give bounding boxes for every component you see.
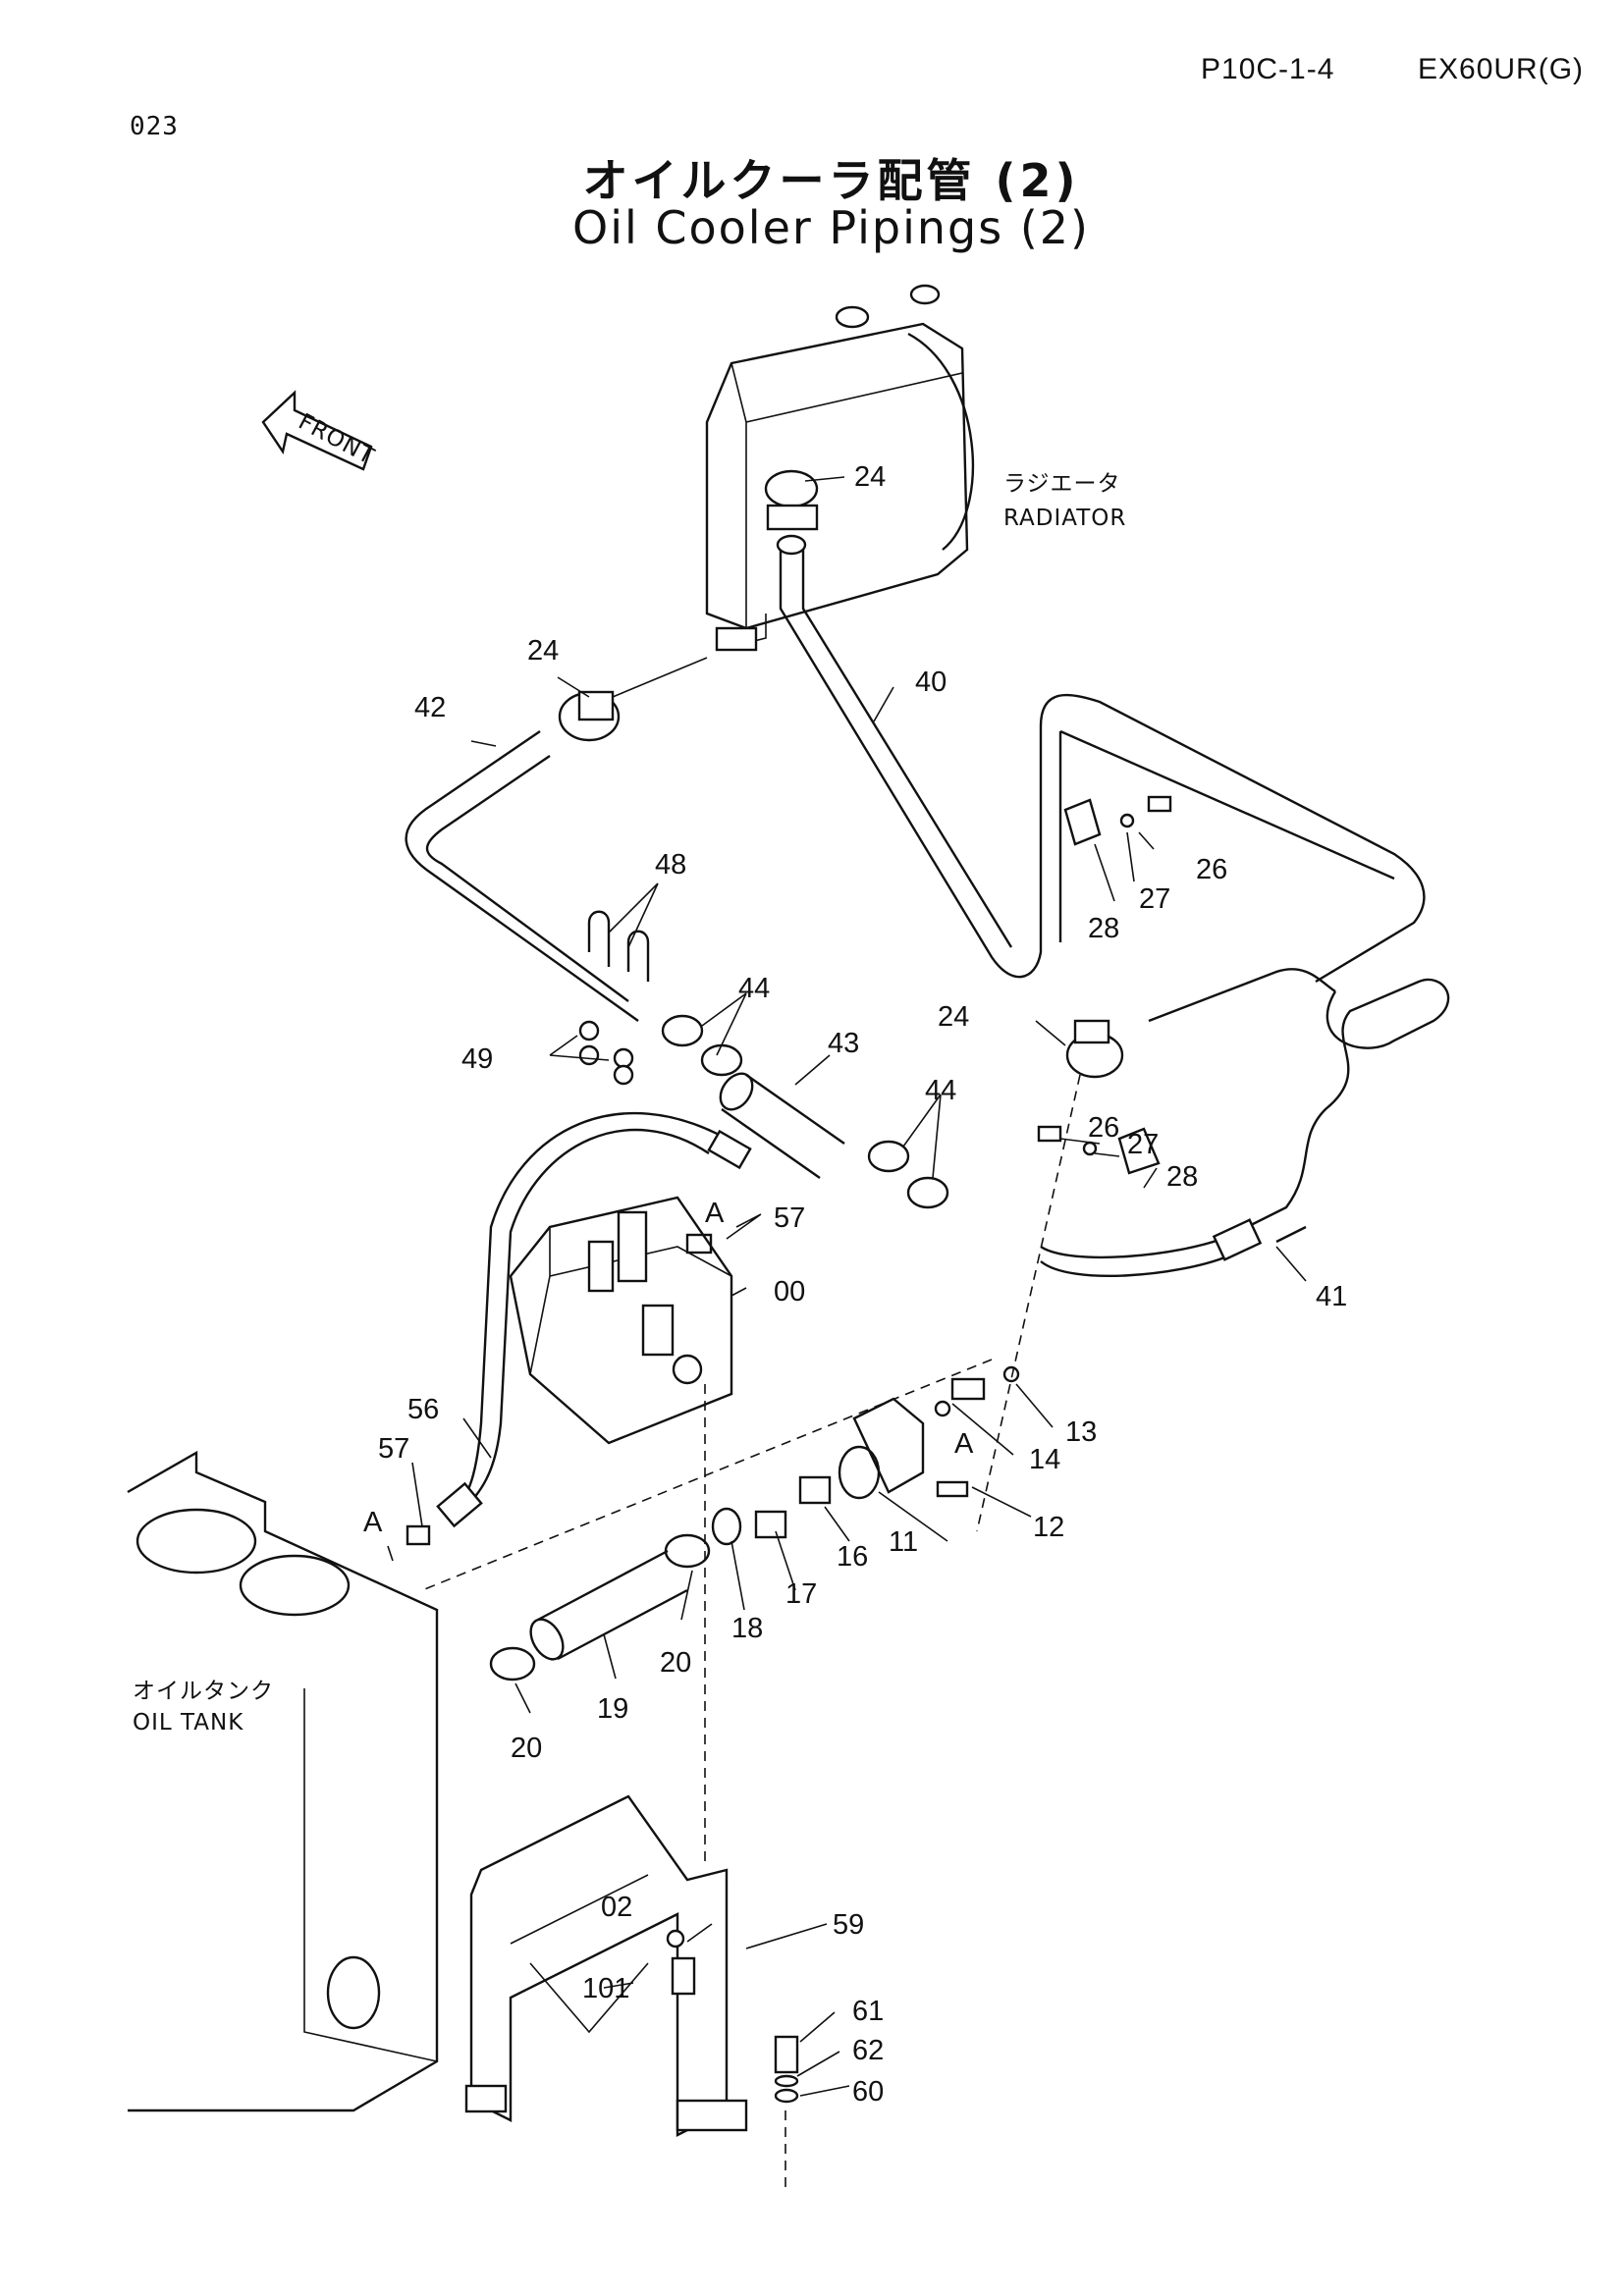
hose-19 [529,1549,688,1661]
hose-clamp [489,1533,711,1682]
hose-clamp [661,1014,949,1209]
callout-59: 59 [833,1909,864,1941]
callout-40: 40 [915,667,947,698]
hose-clamp [558,690,621,742]
callout-44: 44 [925,1075,956,1106]
callout-27: 27 [1139,883,1170,915]
title-japanese: オイルクーラ配管 (2) [582,154,1080,207]
page-number: 023 [130,112,179,141]
callout-20: 20 [660,1647,691,1679]
fitting-assembly [711,1365,1020,1546]
oil-tank [127,1450,439,2112]
callout-43: 43 [828,1028,859,1059]
front-label: FRONT [295,409,379,470]
oil-tank-label-jp: オイルタンク [133,1679,274,1704]
callout-02: 02 [601,1892,632,1923]
nut [578,1020,634,1086]
hose-42 [405,730,639,1022]
callout-13: 13 [1065,1416,1097,1448]
callout-a: A [363,1507,383,1538]
callout-57: 57 [378,1433,409,1465]
callout-12: 12 [1033,1512,1064,1543]
bolt [1037,795,1172,1156]
hose-56 [446,1111,728,1518]
callout-a: A [954,1428,974,1460]
radiator [705,284,975,652]
u-bolt [626,930,650,982]
callout-18: 18 [731,1613,763,1644]
hose-clamp [1065,1019,1124,1079]
bracket [1063,798,1161,1175]
callout-28: 28 [1166,1161,1198,1193]
model-code: EX60UR(G) [1418,53,1585,85]
callout-19: 19 [597,1693,628,1725]
callout-28: 28 [1088,913,1119,944]
callout-49: 49 [461,1043,493,1075]
page-code: P10C-1-4 [1201,53,1335,85]
pipe-41 [1040,968,1450,1259]
callout-20: 20 [511,1733,542,1764]
fitting [406,1233,713,1546]
callout-48: 48 [655,849,686,881]
callout-60: 60 [852,2076,884,2108]
callout-26: 26 [1088,1112,1119,1144]
callout-14: 14 [1029,1444,1060,1475]
control-valve [509,1196,733,1445]
oil-tank-label-en: OIL TANK [133,1710,243,1735]
callout-11: 11 [889,1526,918,1558]
support-frame [464,1794,748,2137]
u-bolt [587,910,611,967]
bolt [666,1929,799,2104]
callout-24: 24 [527,635,559,667]
callout-17: 17 [785,1578,817,1610]
callout-44: 44 [738,973,770,1004]
callout-24: 24 [854,461,886,493]
callout-00: 00 [774,1276,805,1308]
callout-16: 16 [837,1541,868,1573]
callout-101: 101 [582,1973,629,2004]
leader-lines [387,476,1307,2097]
hose-43 [719,1072,845,1179]
callout-24: 24 [938,1001,969,1033]
title-english: Oil Cooler Pipings (2) [572,201,1090,254]
callout-56: 56 [407,1394,439,1425]
hose-40 [779,550,1426,984]
callout-61: 61 [852,1996,884,2027]
callout-41: 41 [1316,1281,1347,1312]
callout-a: A [705,1198,725,1229]
radiator-label-jp: ラジエータ [1003,471,1121,497]
hose-clamp [764,469,819,556]
radiator-label-en: RADIATOR [1003,506,1126,531]
front-arrow-icon: FRONT [261,390,379,471]
callout-42: 42 [414,692,446,723]
callout-27: 27 [1127,1129,1159,1160]
callout-57: 57 [774,1202,805,1234]
callout-26: 26 [1196,854,1227,885]
callout-62: 62 [852,2035,884,2066]
